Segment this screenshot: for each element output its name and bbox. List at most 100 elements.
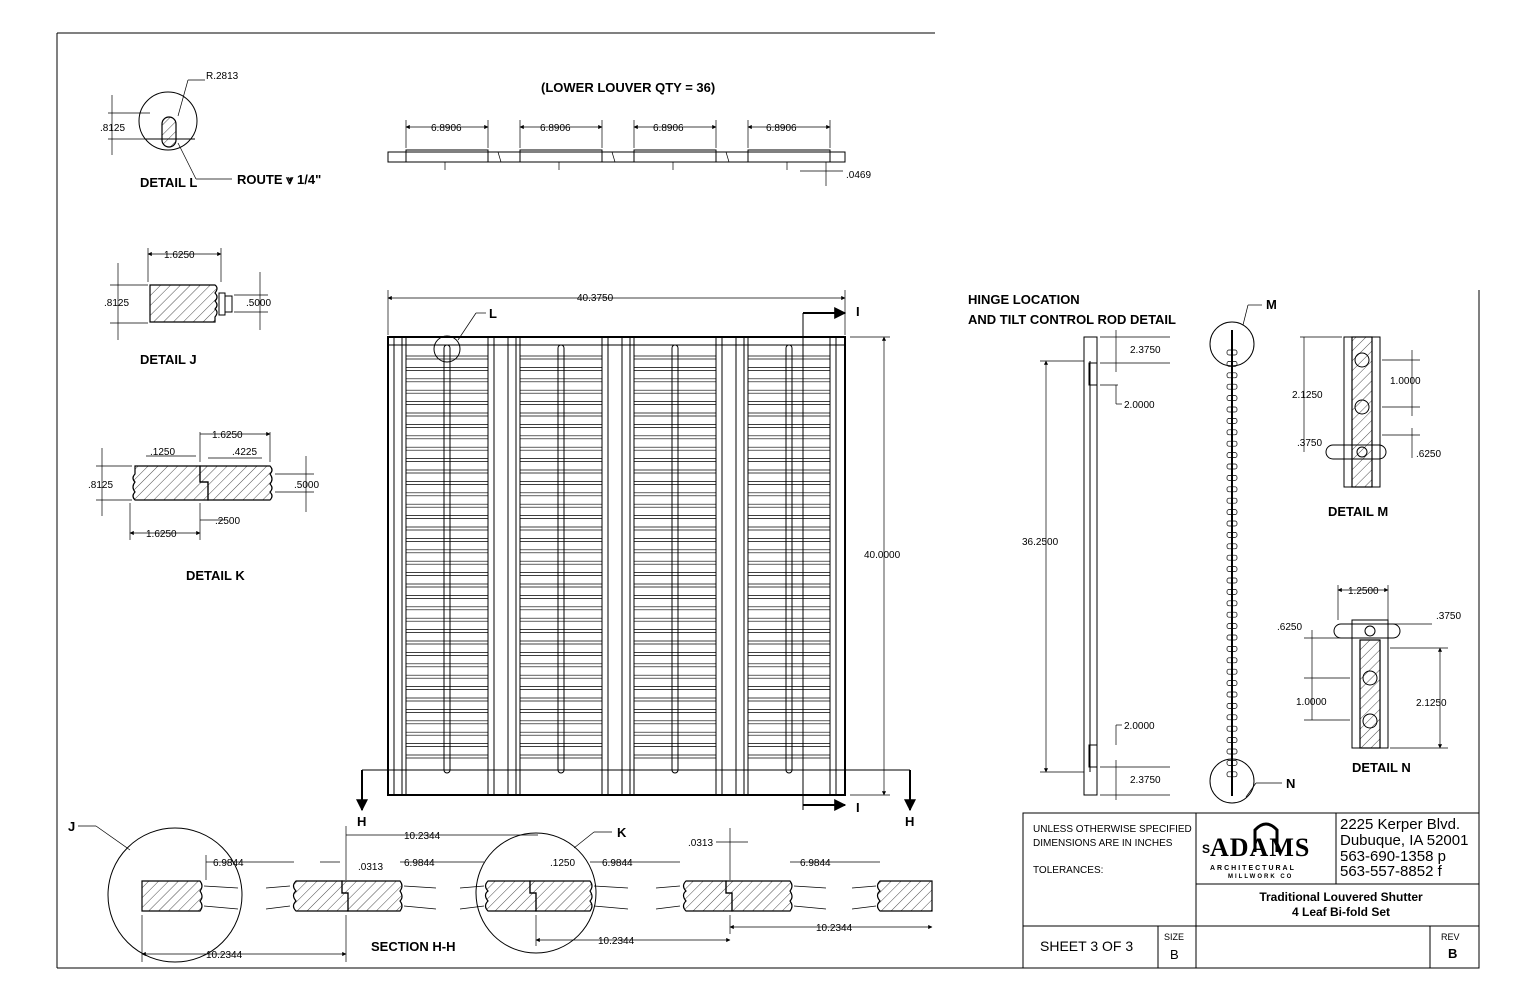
tb-drawing-title-1: Traditional Louvered Shutter bbox=[1259, 890, 1423, 904]
elevation-height: 40.0000 bbox=[864, 550, 901, 561]
rod-clip bbox=[1226, 566, 1238, 572]
rod-clip bbox=[1226, 395, 1238, 401]
section-callout-j: J bbox=[68, 819, 75, 834]
tb-rev-label: REV bbox=[1441, 932, 1460, 942]
detail-l: R.2813 .8125 ROUTE ⩔ 1/4" DETAIL L bbox=[100, 71, 321, 190]
detail-l-title: DETAIL L bbox=[140, 175, 197, 190]
hinge-top-hinge: 2.0000 bbox=[1124, 400, 1155, 411]
rod-clip bbox=[1226, 497, 1238, 504]
shutter-leaf bbox=[735, 336, 837, 796]
detail-j-tenon: .5000 bbox=[246, 298, 271, 309]
detail-n-d1: 1.2500 bbox=[1348, 586, 1379, 597]
hinge-bottom-hinge: 2.0000 bbox=[1124, 721, 1155, 732]
section-dim-bottom-3: 10.2344 bbox=[816, 923, 853, 934]
detail-m-d3: .3750 bbox=[1297, 438, 1322, 449]
shutter-leaf bbox=[621, 336, 723, 796]
rod-clip bbox=[1226, 611, 1238, 618]
tb-size-label: SIZE bbox=[1164, 932, 1184, 942]
shutter-elevation: 40.3750 40.0000 L I I H H bbox=[356, 290, 916, 829]
hinge-title-line2: AND TILT CONTROL ROD DETAIL bbox=[968, 312, 1176, 327]
section-title: SECTION H-H bbox=[371, 939, 456, 954]
rod-clip bbox=[1226, 737, 1238, 743]
tb-size: B bbox=[1170, 947, 1179, 962]
hinge-detail: HINGE LOCATION AND TILT CONTROL ROD DETA… bbox=[968, 292, 1176, 800]
hinge-top-offset: 2.3750 bbox=[1130, 345, 1161, 356]
rod-clip bbox=[1226, 372, 1238, 379]
louver-qty-title: (LOWER LOUVER QTY = 36) bbox=[541, 80, 715, 95]
section-callout-k: K bbox=[617, 825, 627, 840]
tb-drawing-title-2: 4 Leaf Bi-fold Set bbox=[1292, 905, 1390, 919]
tb-tolerances: TOLERANCES: bbox=[1033, 865, 1103, 876]
detail-k-gap: .2500 bbox=[215, 516, 240, 527]
tilt-rod-clips bbox=[1226, 349, 1238, 778]
rod-clip bbox=[1226, 406, 1238, 413]
louver-width-4: 6.8906 bbox=[766, 123, 797, 134]
section-h-left-label: H bbox=[357, 814, 366, 829]
tb-rev: B bbox=[1448, 946, 1457, 961]
rod-clip bbox=[1226, 657, 1238, 664]
rod-clip bbox=[1226, 703, 1238, 709]
elevation-callout-l: L bbox=[489, 306, 497, 321]
rod-clip bbox=[1226, 532, 1238, 538]
detail-n-d3: .6250 bbox=[1277, 622, 1302, 633]
detail-j-width: 1.6250 bbox=[164, 250, 195, 261]
detail-k-bottom-width: 1.6250 bbox=[146, 529, 177, 540]
rod-clip bbox=[1226, 452, 1238, 458]
logo-main: ADAMS bbox=[1210, 833, 1310, 862]
rod-clip bbox=[1226, 589, 1238, 595]
rod-clip bbox=[1226, 509, 1238, 515]
louver-width-1: 6.8906 bbox=[431, 123, 462, 134]
detail-l-route-note: ROUTE ⩔ 1/4" bbox=[237, 172, 321, 187]
detail-l-radius: R.2813 bbox=[206, 71, 239, 82]
detail-m-d1: 1.0000 bbox=[1390, 376, 1421, 387]
detail-k-top-width: 1.6250 bbox=[212, 430, 243, 441]
detail-m: 2.1250 1.0000 .6250 .3750 DETAIL M bbox=[1292, 336, 1441, 519]
rod-clip bbox=[1226, 383, 1238, 390]
detail-n-d2: .3750 bbox=[1436, 611, 1461, 622]
rod-clip bbox=[1226, 475, 1238, 481]
logo-sub1: ARCHITECTURAL bbox=[1210, 865, 1296, 872]
rod-clip bbox=[1226, 668, 1238, 675]
section-dim-5: .1250 bbox=[550, 858, 575, 869]
section-dim-bottom-2: 10.2344 bbox=[598, 936, 635, 947]
detail-k: 1.6250 .1250 .4225 .8125 .5000 1.6250 .2… bbox=[88, 430, 319, 583]
logo-sub2: MILLWORK CO bbox=[1228, 874, 1293, 880]
shutter-leaf bbox=[393, 336, 495, 796]
title-block: UNLESS OTHERWISE SPECIFIED DIMENSIONS AR… bbox=[1022, 812, 1480, 969]
hinge-bottom-offset: 2.3750 bbox=[1130, 775, 1161, 786]
rod-clip bbox=[1226, 680, 1238, 686]
hinge-title-line1: HINGE LOCATION bbox=[968, 292, 1080, 307]
louver-thickness: .0469 bbox=[846, 170, 871, 181]
tb-notes-line2: DIMENSIONS ARE IN INCHES bbox=[1033, 838, 1173, 849]
rod-clip bbox=[1226, 418, 1238, 424]
rod-clip bbox=[1226, 554, 1238, 561]
rod-clip bbox=[1226, 646, 1238, 652]
detail-k-title: DETAIL K bbox=[186, 568, 245, 583]
detail-j-title: DETAIL J bbox=[140, 352, 197, 367]
tb-address-1: 2225 Kerper Blvd. bbox=[1340, 816, 1460, 833]
detail-j: 1.6250 .8125 .5000 DETAIL J bbox=[104, 248, 271, 367]
rod-clip bbox=[1226, 691, 1238, 698]
section-dim-2: 10.2344 bbox=[404, 831, 441, 842]
shutter-leaves bbox=[393, 336, 837, 796]
rod-clip bbox=[1226, 760, 1238, 766]
rod-clip bbox=[1226, 577, 1238, 584]
rod-clip bbox=[1226, 725, 1238, 732]
tb-address-3: 563-690-1358 p bbox=[1340, 848, 1446, 865]
section-dim-4: 6.9844 bbox=[404, 858, 435, 869]
rod-clip bbox=[1226, 600, 1238, 607]
tb-address-4: 563-557-8852 f bbox=[1340, 863, 1443, 880]
callout-m: M bbox=[1266, 297, 1277, 312]
section-dim-7: .0313 bbox=[688, 838, 713, 849]
section-profile bbox=[141, 880, 933, 912]
rod-clip bbox=[1226, 520, 1238, 527]
detail-m-title: DETAIL M bbox=[1328, 504, 1388, 519]
hinge-overall: 36.2500 bbox=[1022, 537, 1059, 548]
section-dim-8: 6.9844 bbox=[800, 858, 831, 869]
section-dim-6: 6.9844 bbox=[602, 858, 633, 869]
detail-k-right-height: .5000 bbox=[294, 480, 319, 491]
logo-prefix: S bbox=[1202, 842, 1210, 856]
detail-m-d2: 2.1250 bbox=[1292, 390, 1323, 401]
detail-n: 1.2500 .3750 .6250 1.0000 2.1250 DETAIL … bbox=[1277, 585, 1461, 775]
